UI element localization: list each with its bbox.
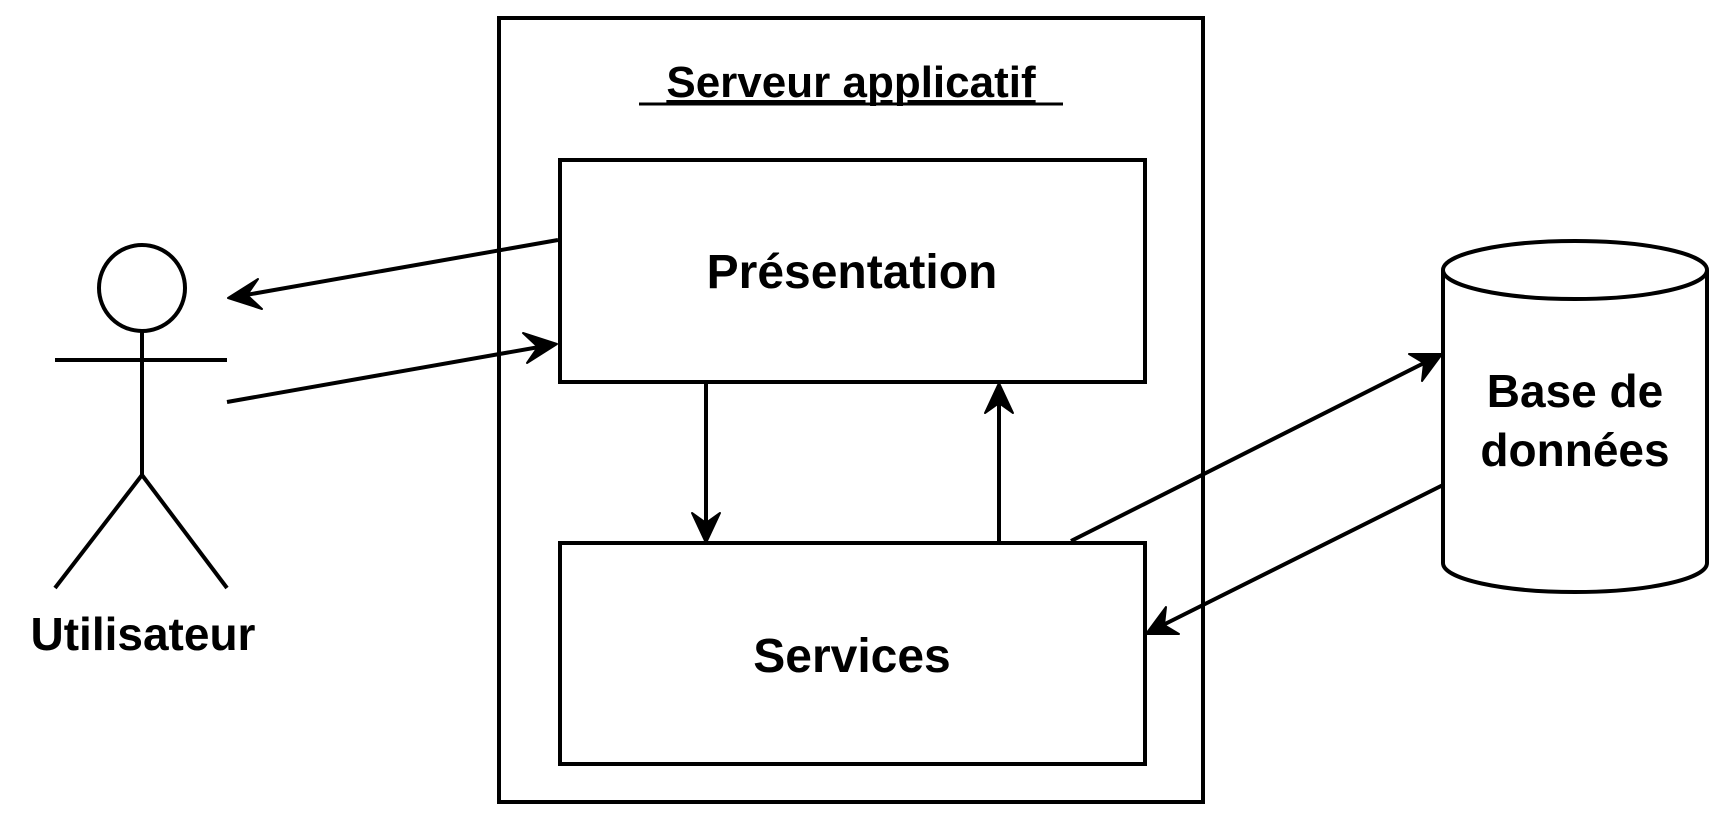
arrow-database-to-services (1145, 483, 1444, 635)
database-cylinder: Base de données (1441, 239, 1709, 594)
user-label: Utilisateur (31, 608, 256, 660)
arrow-services-to-database (1070, 353, 1443, 543)
user-actor: Utilisateur (31, 243, 256, 660)
services-box: Services (558, 541, 1147, 766)
database-label-line1: Base de (1487, 365, 1663, 417)
database-top (1441, 239, 1709, 301)
database-body (1441, 270, 1709, 594)
application-server-container: Serveur applicatif (497, 16, 1205, 804)
user-head (97, 243, 187, 333)
presentation-box: Présentation (558, 158, 1147, 384)
database-label-line2: données (1480, 424, 1669, 476)
user-left-leg (53, 473, 144, 590)
arrow-services-to-presentation (984, 382, 1014, 543)
presentation-label: Présentation (707, 246, 998, 299)
services-label: Services (753, 630, 951, 683)
arrow-presentation-to-user (227, 238, 559, 310)
arrow-presentation-to-services (691, 382, 721, 544)
arrow-user-to-presentation (226, 332, 558, 404)
server-title: Serveur applicatif (666, 58, 1036, 107)
user-right-leg (140, 473, 229, 590)
connector-arrows (226, 238, 1444, 635)
